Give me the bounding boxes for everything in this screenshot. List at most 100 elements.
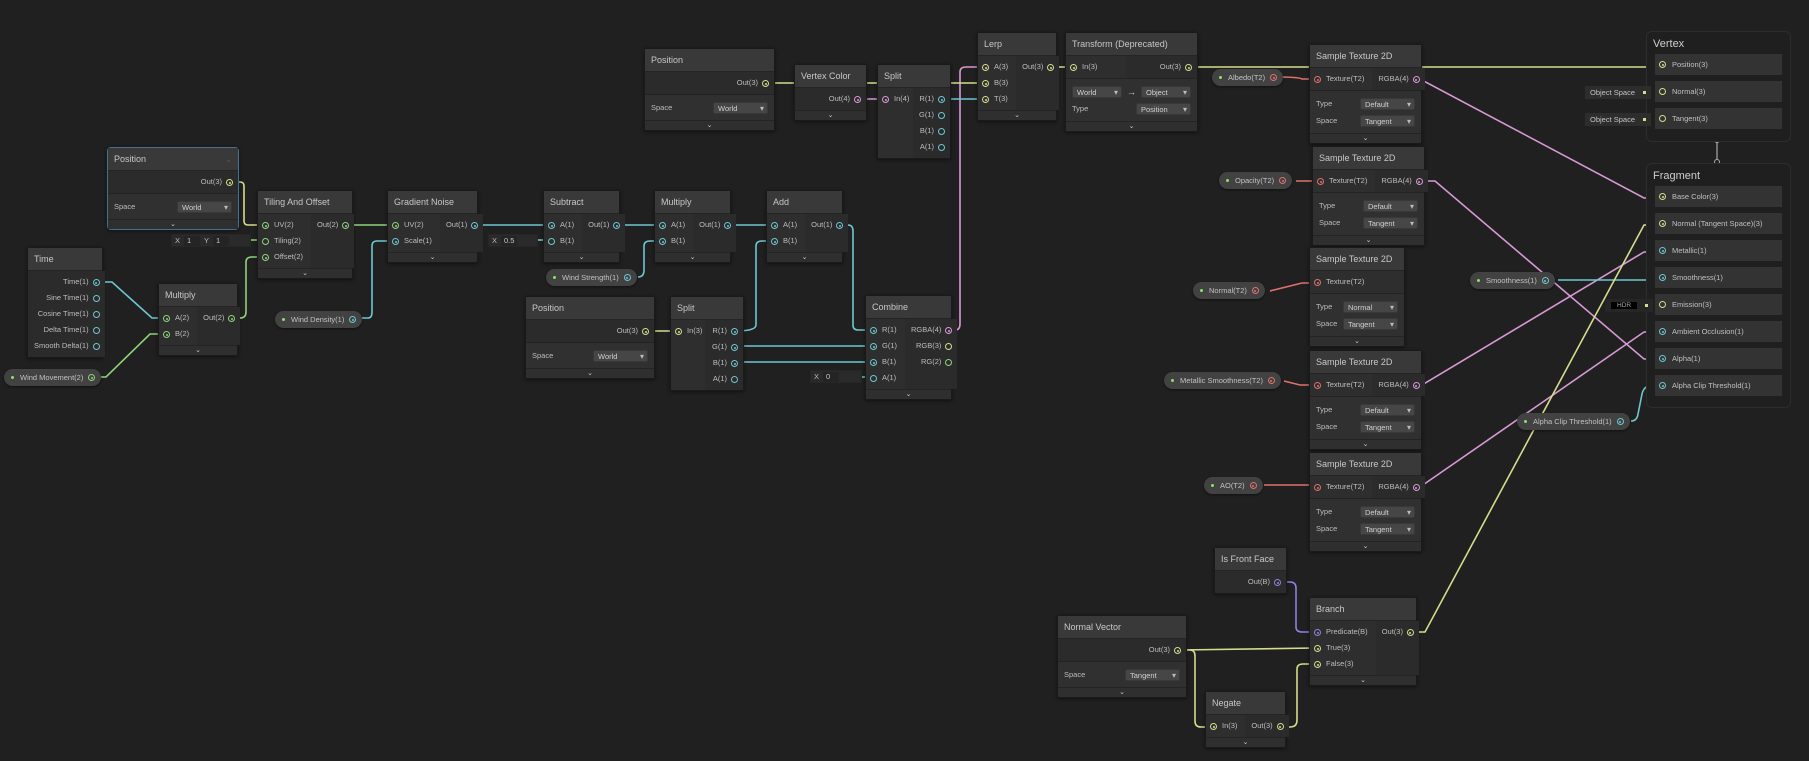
node-sample-texture-opacity[interactable]: Sample Texture 2D Texture(T2) RGBA(4) Ty… bbox=[1312, 146, 1428, 246]
port-dot-icon[interactable] bbox=[1267, 377, 1275, 384]
port-dot-icon[interactable] bbox=[1070, 64, 1077, 71]
expand-chevron-icon[interactable]: ⌄ bbox=[1066, 121, 1197, 131]
space-dropdown[interactable]: Tangent bbox=[1363, 216, 1418, 229]
port-dot-icon[interactable] bbox=[1659, 274, 1666, 281]
port-dot-icon[interactable] bbox=[228, 315, 236, 322]
space-dropdown[interactable]: Tangent bbox=[1360, 114, 1415, 127]
node-title[interactable]: Split bbox=[671, 297, 743, 320]
port-dot-icon[interactable] bbox=[262, 222, 269, 229]
slot-position[interactable]: Position(3) bbox=[1655, 54, 1782, 75]
emission-hdr-color-field[interactable]: HDR bbox=[1605, 299, 1654, 312]
node-multiply-1[interactable]: Multiply A(2) B(2) Out(2) ⌄ bbox=[158, 283, 241, 356]
output-port-delta-time[interactable]: Delta Time(1) bbox=[28, 322, 105, 338]
property-wind-density[interactable]: Wind Density(1) bbox=[275, 311, 363, 328]
input-port-b[interactable]: B(2) bbox=[159, 326, 197, 342]
node-title[interactable]: Normal Vector bbox=[1058, 616, 1186, 639]
port-dot-icon[interactable] bbox=[724, 222, 732, 229]
node-combine[interactable]: Combine R(1) G(1) B(1) A(1) RGBA(4) RGB(… bbox=[865, 295, 958, 400]
port-dot-icon[interactable] bbox=[675, 328, 682, 335]
output-port-b[interactable]: B(1) bbox=[705, 355, 743, 371]
port-dot-icon[interactable] bbox=[262, 238, 269, 245]
node-multiply-2[interactable]: Multiply A(1) B(1) Out(1) ⌄ bbox=[654, 190, 737, 263]
port-dot-icon[interactable] bbox=[392, 238, 399, 245]
property-metallic-smoothness[interactable]: Metallic Smoothness(T2) bbox=[1164, 372, 1281, 389]
expand-chevron-icon[interactable]: ⌄ bbox=[526, 368, 654, 378]
port-dot-icon[interactable] bbox=[1210, 723, 1217, 730]
output-port-time[interactable]: Time(1) bbox=[28, 274, 105, 290]
port-dot-icon[interactable] bbox=[1279, 177, 1287, 184]
output-port-out[interactable]: Out(3) bbox=[1016, 59, 1059, 75]
node-sample-texture-metallic[interactable]: Sample Texture 2D Texture(T2) RGBA(4) Ty… bbox=[1309, 350, 1425, 450]
expand-chevron-icon[interactable]: ⌄ bbox=[978, 110, 1056, 120]
port-dot-icon[interactable] bbox=[163, 331, 170, 338]
port-dot-icon[interactable] bbox=[642, 328, 649, 335]
expand-chevron-icon[interactable]: ⌄ bbox=[108, 219, 238, 229]
port-dot-icon[interactable] bbox=[548, 238, 555, 245]
type-dropdown[interactable]: Normal bbox=[1343, 300, 1398, 313]
space-dropdown[interactable]: Tangent bbox=[1360, 522, 1415, 535]
type-dropdown[interactable]: Default bbox=[1360, 97, 1415, 110]
node-add[interactable]: Add A(1) B(1) Out(1) ⌄ bbox=[766, 190, 849, 263]
space-dropdown[interactable]: Tangent bbox=[1360, 420, 1415, 433]
port-dot-icon[interactable] bbox=[88, 374, 96, 381]
port-dot-icon[interactable] bbox=[623, 274, 631, 281]
output-port-rgba[interactable]: RGBA(4) bbox=[1372, 377, 1424, 393]
input-port-a[interactable]: A(1) bbox=[655, 217, 693, 233]
port-dot-icon[interactable] bbox=[613, 222, 621, 229]
node-tiling-and-offset[interactable]: Tiling And Offset UV(2) Tiling(2) Offset… bbox=[257, 190, 355, 279]
tiling-y-input[interactable]: 1 bbox=[213, 235, 230, 246]
output-port-out[interactable]: Out(1) bbox=[693, 217, 736, 233]
input-port-in[interactable]: In(4) bbox=[878, 91, 913, 107]
slot-emission[interactable]: Emission(3) bbox=[1655, 294, 1782, 315]
input-port-texture[interactable]: Texture(T2) bbox=[1310, 377, 1372, 393]
output-port-out[interactable]: Out(3) bbox=[1058, 642, 1186, 658]
node-title[interactable]: Position⌄ bbox=[108, 148, 238, 171]
space-dropdown[interactable]: World bbox=[713, 101, 768, 114]
property-albedo[interactable]: Albedo(T2) bbox=[1212, 69, 1284, 86]
port-dot-icon[interactable] bbox=[771, 222, 778, 229]
node-title[interactable]: Sample Texture 2D bbox=[1310, 351, 1421, 374]
output-port-rgba[interactable]: RGBA(4) bbox=[1375, 173, 1427, 189]
property-opacity[interactable]: Opacity(T2) bbox=[1219, 172, 1293, 189]
node-title[interactable]: Gradient Noise bbox=[388, 191, 477, 214]
output-port-out[interactable]: Out(B) bbox=[1215, 574, 1286, 590]
expand-chevron-icon[interactable]: ⌄ bbox=[1058, 687, 1186, 697]
output-port-r[interactable]: R(1) bbox=[705, 323, 743, 339]
output-port-out[interactable]: Out(2) bbox=[311, 217, 354, 233]
input-port-texture[interactable]: Texture(T2) bbox=[1310, 479, 1372, 495]
tangent-space-default[interactable]: Object Space bbox=[1585, 113, 1652, 126]
property-normal[interactable]: Normal(T2) bbox=[1193, 282, 1265, 299]
port-dot-icon[interactable] bbox=[945, 343, 953, 350]
output-port-rgba[interactable]: RGBA(4) bbox=[1372, 479, 1424, 495]
expand-chevron-icon[interactable]: ⌄ bbox=[159, 345, 237, 355]
port-dot-icon[interactable] bbox=[945, 359, 953, 366]
input-port-tiling[interactable]: Tiling(2) bbox=[258, 233, 311, 249]
slot-metallic[interactable]: Metallic(1) bbox=[1655, 240, 1782, 261]
node-title[interactable]: Branch bbox=[1310, 598, 1416, 621]
expand-chevron-icon[interactable]: ⌄ bbox=[866, 389, 951, 399]
expand-chevron-icon[interactable]: ⌄ bbox=[388, 252, 477, 262]
port-dot-icon[interactable] bbox=[92, 295, 100, 302]
port-dot-icon[interactable] bbox=[1174, 647, 1181, 654]
port-dot-icon[interactable] bbox=[392, 222, 399, 229]
slot-tangent[interactable]: Tangent(3) bbox=[1655, 108, 1782, 129]
node-title[interactable]: Sample Texture 2D bbox=[1310, 45, 1421, 68]
input-port-in[interactable]: In(3) bbox=[1206, 718, 1245, 734]
property-alpha-clip-threshold[interactable]: Alpha Clip Threshold(1) bbox=[1517, 413, 1630, 430]
property-smoothness[interactable]: Smoothness(1) bbox=[1470, 272, 1555, 289]
property-wind-strength[interactable]: Wind Strength(1) bbox=[546, 269, 637, 286]
slot-smoothness[interactable]: Smoothness(1) bbox=[1655, 267, 1782, 288]
input-port-in[interactable]: In(3) bbox=[1066, 59, 1126, 75]
input-port-a[interactable]: A(1) bbox=[544, 217, 582, 233]
port-dot-icon[interactable] bbox=[1314, 484, 1321, 491]
port-dot-icon[interactable] bbox=[1659, 301, 1666, 308]
expand-chevron-icon[interactable]: ⌄ bbox=[1310, 541, 1421, 551]
output-port-out[interactable]: Out(3) bbox=[1245, 718, 1288, 734]
property-ao[interactable]: AO(T2) bbox=[1204, 477, 1263, 494]
port-dot-icon[interactable] bbox=[1659, 382, 1666, 389]
input-port-g[interactable]: G(1) bbox=[866, 338, 905, 354]
port-dot-icon[interactable] bbox=[659, 238, 666, 245]
